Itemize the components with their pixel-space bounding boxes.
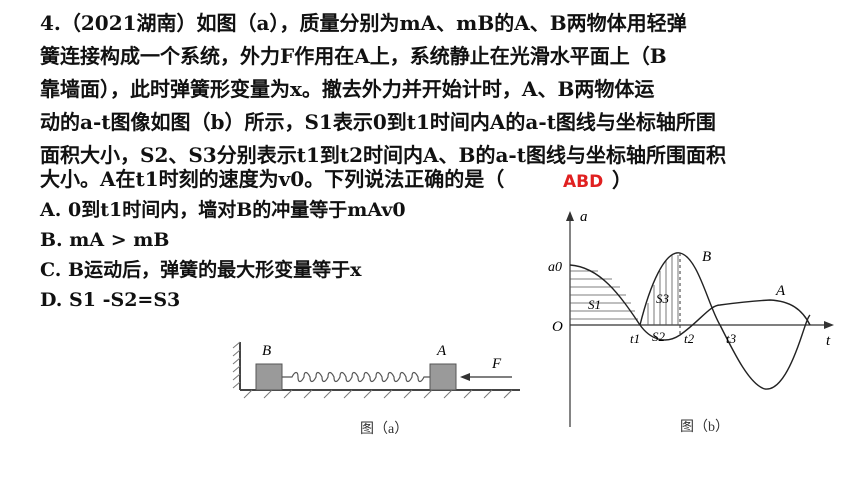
s1-hatch xyxy=(570,270,638,320)
wall-hatch xyxy=(232,341,241,389)
block-b xyxy=(255,363,283,391)
question-line-5: 面积大小，S2、S3分别表示t1到t2时间内A、B的a-t图线与坐标轴所围面积 xyxy=(40,143,726,167)
block-a-label: A xyxy=(436,343,447,359)
question-line-2: 簧连接构成一个系统，外力F作用在A上，系统静止在光滑水平面上（B xyxy=(40,44,667,68)
question-line-4: 动的a-t图像如图（b）所示，S1表示0到t1时间内A的a-t图线与坐标轴所围 xyxy=(40,110,716,134)
question-line-3: 靠墙面），此时弹簧形变量为x。撤去外力并开始计时，A、B两物体运 xyxy=(40,77,655,101)
curve-b-label: B xyxy=(702,249,711,265)
curve-a-label: A xyxy=(775,283,786,299)
t3-label: t3 xyxy=(726,331,737,346)
s3-label: S3 xyxy=(656,291,670,306)
x-axis-arrow xyxy=(824,321,834,329)
curve-a xyxy=(569,264,811,341)
option-d: D. S1 -S2=S3 xyxy=(40,289,181,311)
s3-hatch xyxy=(647,255,679,325)
spring xyxy=(282,371,430,383)
y-axis-label: a xyxy=(580,209,588,225)
question-paren-close: ） xyxy=(612,168,632,192)
origin-label: O xyxy=(552,319,563,335)
t1-label: t1 xyxy=(630,331,640,346)
figure-a-caption: 图（a） xyxy=(360,421,408,437)
a0-label: a0 xyxy=(548,260,562,275)
figure-b-caption: 图（b） xyxy=(680,419,729,435)
y-axis-arrow xyxy=(566,211,574,221)
option-a: A. 0到t1时间内，墙对B的冲量等于mAv0 xyxy=(40,199,406,221)
figure-a: B A F 图（a） xyxy=(232,341,520,437)
block-a xyxy=(429,363,457,391)
t2-label: t2 xyxy=(684,331,695,346)
figure-b: a t O a0 S1 S3 S2 t1 t2 t3 B A 图（b） xyxy=(548,209,834,435)
question-line-6: 大小。A在t1时刻的速度为v0。下列说法正确的是（ xyxy=(40,167,505,191)
question-line-1: 4.（2021湖南）如图（a），质量分别为mA、mB的A、B两物体用轻弹 xyxy=(40,11,687,35)
answer-mark: ABD xyxy=(563,172,604,192)
s2-label: S2 xyxy=(652,329,666,344)
option-b: B. mA > mB xyxy=(40,229,170,251)
floor-hatch xyxy=(243,389,513,399)
force-arrow-head xyxy=(460,373,470,381)
s1-label: S1 xyxy=(588,297,601,312)
x-axis-label: t xyxy=(826,333,831,349)
block-b-label: B xyxy=(262,343,271,359)
curve-b xyxy=(639,252,811,390)
option-c: C. B运动后，弹簧的最大形变量等于x xyxy=(40,259,362,281)
force-label: F xyxy=(491,356,502,372)
